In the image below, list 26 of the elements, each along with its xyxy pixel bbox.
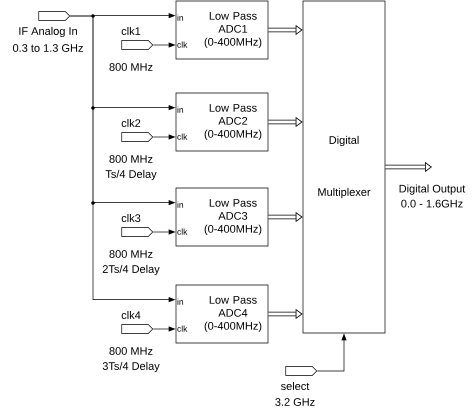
port-label: 800 MHz (109, 63, 152, 71)
port-label: 800 MHz (109, 155, 152, 163)
port-label: Ts/4 Delay (106, 170, 157, 180)
pin-label: in (178, 106, 184, 113)
pin-label: in (178, 14, 184, 21)
port-label: IF Analog In (19, 26, 77, 38)
pin-label: in (178, 202, 184, 208)
port-label: clk2 (122, 118, 140, 128)
port-label: 0.3 to 1.3 GHz (12, 44, 83, 52)
output-label: 0.0 - 1.6GHz (401, 200, 463, 208)
multiplexer-box: Digital Multiplexer (302, 0, 386, 334)
pin-label: clk (177, 228, 188, 235)
port-label: 2Ts/4 Delay (102, 264, 160, 276)
pin-label: in (178, 298, 184, 305)
pin-label: clk (177, 42, 188, 48)
pin-label: clk (177, 326, 188, 332)
port-label: 800 MHz (109, 250, 152, 258)
port-label: 3Ts/4 Delay (102, 362, 160, 372)
port-label: select (280, 382, 310, 390)
port-label: 800 MHz (109, 347, 152, 355)
port-label: clk3 (122, 214, 140, 222)
port-label: clk4 (122, 310, 140, 320)
pin-label: clk (177, 134, 188, 140)
output-label: Digital Output (400, 184, 466, 195)
port-label: clk1 (122, 26, 140, 36)
port-label: 3.2 GHz (275, 398, 315, 406)
